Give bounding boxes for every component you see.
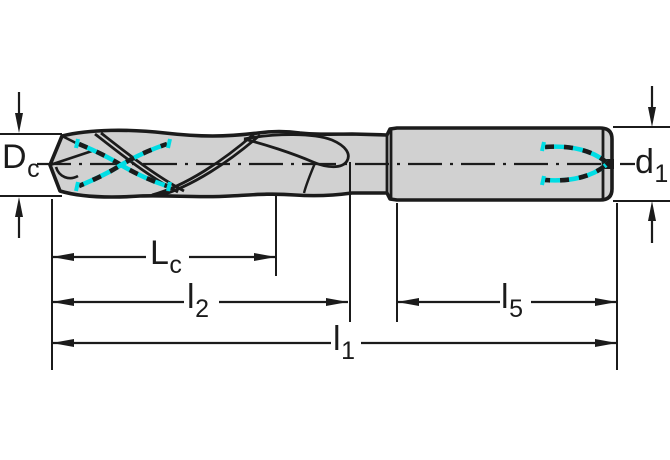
label-shank-length-l5: l5: [501, 278, 523, 322]
drill-chisel-edge: [54, 166, 79, 180]
coolant-converge-end-ticks: [540, 141, 546, 186]
coolant-channel-converge: [540, 141, 608, 186]
label-l2-main: l: [187, 278, 195, 316]
l2-dimension-line: [52, 298, 348, 306]
label-d1-main: d: [635, 143, 654, 181]
label-shank-diameter-d1: d1: [635, 143, 668, 187]
flute-runout: [243, 133, 350, 169]
flute-edge-back: [151, 132, 261, 198]
label-cutting-diameter-dc: Dc: [2, 138, 40, 182]
label-d1-sub: 1: [654, 160, 668, 188]
label-dc-sub: c: [27, 155, 40, 183]
label-lc-sub: c: [169, 251, 182, 279]
label-overall-length-l1: l1: [333, 320, 355, 364]
label-lc-main: L: [150, 234, 169, 272]
l1-dimension-line: [52, 339, 617, 347]
coolant-channel-cross: [74, 138, 172, 192]
coolant-exit-notch: [605, 159, 614, 169]
label-flute-length-lc: Lc: [150, 234, 182, 278]
label-length-l2: l2: [187, 278, 209, 322]
coolant-channels: [74, 138, 608, 192]
label-l5-sub: 5: [509, 295, 523, 323]
extension-lines: [0, 126, 670, 370]
label-l1-main: l: [333, 320, 341, 358]
label-l2-sub: 2: [195, 295, 209, 323]
l5-dimension-line: [397, 298, 617, 306]
lc-dimension-line: [52, 253, 276, 261]
label-l1-sub: 1: [341, 337, 355, 365]
dc-dimension-arrows: [15, 92, 23, 238]
flute-runout-tail: [302, 162, 317, 194]
coolant-channel-end-ticks: [74, 138, 172, 192]
d1-dimension-arrows: [648, 86, 656, 243]
label-dc-main: D: [2, 138, 27, 176]
label-l5-main: l: [501, 278, 509, 316]
